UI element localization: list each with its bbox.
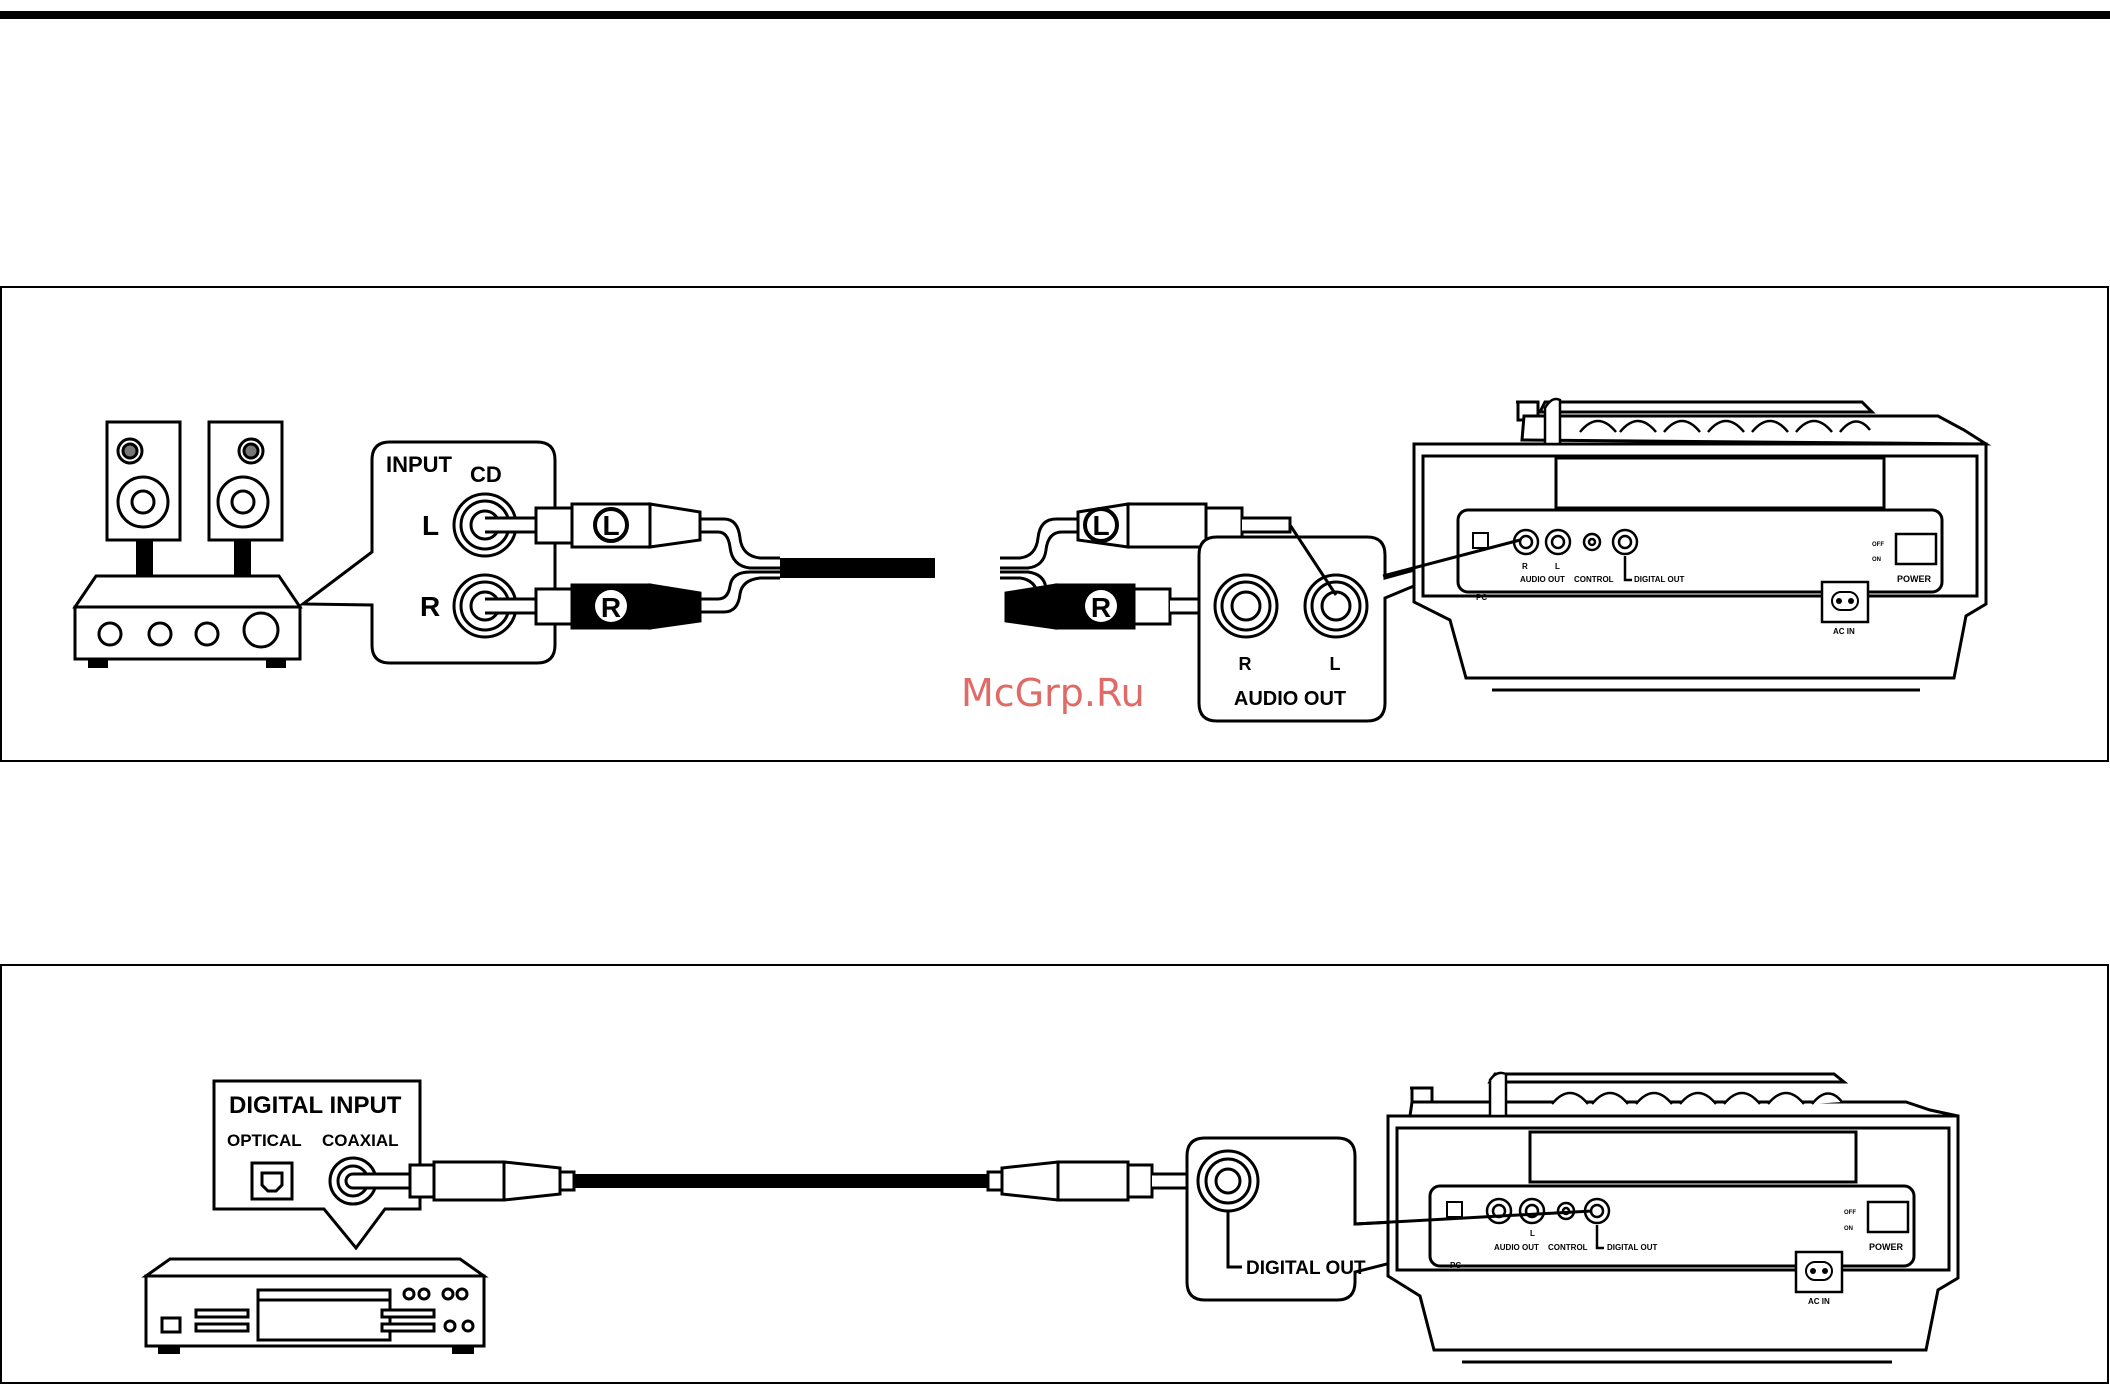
rear-audio-out-label: AUDIO OUT [1520,575,1565,584]
rear2-audio-out-label: AUDIO OUT [1494,1243,1539,1252]
rear2-power-label: POWER [1869,1242,1904,1252]
rear-r-label: R [1522,562,1528,571]
input-jack-r-label: R [420,591,440,622]
speakers [107,422,282,540]
optical-label: OPTICAL [227,1131,302,1150]
rear2-digital-out-label: DIGITAL OUT [1607,1243,1657,1252]
rear2-l-label: L [1530,1229,1535,1238]
rear2-ac-in-label: AC IN [1808,1297,1830,1306]
amplifier [75,576,300,659]
watermark: McGrp.Ru [961,671,1145,715]
coaxial-cable-body [574,1174,988,1188]
speaker-left [107,422,180,540]
rear-pc-label: PC [1476,593,1487,602]
audio-out-l-label: L [1330,654,1341,674]
rear2-pc-label: PC [1450,1261,1461,1270]
rear2-control-label: CONTROL [1548,1243,1588,1252]
audio-out-caption: AUDIO OUT [1234,688,1346,710]
rear-digital-out-label: DIGITAL OUT [1634,575,1684,584]
coaxial-plug-right [988,1162,1204,1200]
plug-l-label-player: L [1092,510,1109,541]
rca-cable-body [780,558,935,578]
rear-ac-in-label: AC IN [1833,627,1855,636]
rear-on-label: ON [1872,557,1881,563]
rear2-on-label: ON [1844,1226,1853,1232]
rear-l-label: L [1555,562,1560,571]
digital-out-caption: DIGITAL OUT [1246,1258,1366,1279]
cd-deck [146,1259,484,1346]
plug-r-label-amp: R [601,592,621,623]
input-title: INPUT [386,452,453,477]
plug-r-label-player: R [1091,592,1111,623]
input-jack-l-label: L [422,510,439,541]
digital-input-title: DIGITAL INPUT [229,1092,402,1119]
rear-control-label: CONTROL [1574,575,1614,584]
rear2-off-label: OFF [1844,1210,1856,1216]
header-rule [0,11,2110,19]
coaxial-label: COAXIAL [322,1131,399,1150]
plug-l-label-amp: L [602,510,619,541]
cd-label: CD [470,462,502,487]
audio-out-r-label: R [1239,654,1252,674]
rear-power-label: POWER [1897,574,1932,584]
rear-off-label: OFF [1872,542,1884,548]
